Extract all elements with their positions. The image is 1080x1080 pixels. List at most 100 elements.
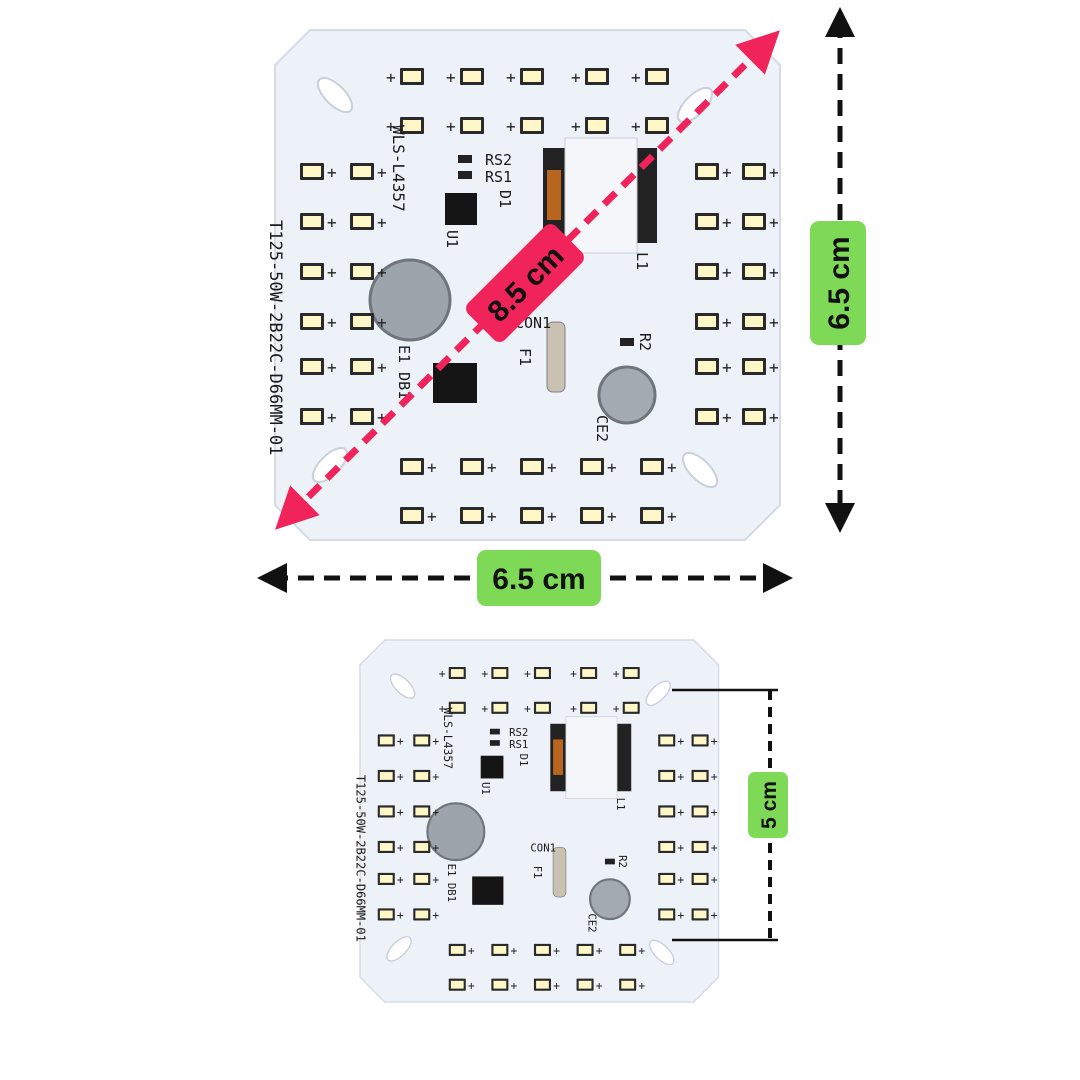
smd-led bbox=[300, 408, 324, 425]
smd-led bbox=[350, 358, 374, 375]
led-board-small: ++++++++++++++++++++++++++++++++++++++++… bbox=[353, 639, 720, 1003]
polarity-mark: + bbox=[511, 978, 518, 992]
smd-led bbox=[350, 263, 374, 280]
smd-led bbox=[533, 701, 551, 714]
smd-led bbox=[491, 666, 509, 680]
polarity-mark: + bbox=[377, 163, 387, 182]
polarity-mark: + bbox=[397, 734, 404, 748]
resistor-rs2 bbox=[489, 728, 500, 735]
height-label-text: 6.5 cm bbox=[823, 236, 856, 329]
board-model-label: WLS-L4357 bbox=[441, 707, 455, 769]
smd-led bbox=[576, 943, 594, 956]
smd-led bbox=[533, 666, 551, 680]
polarity-mark: + bbox=[677, 873, 684, 887]
polarity-mark: + bbox=[722, 213, 732, 232]
board-part-number-label: T125-50W-2B22C-D66MM-01 bbox=[265, 220, 285, 455]
polarity-mark: + bbox=[468, 944, 475, 958]
smd-led bbox=[585, 68, 609, 85]
diagonal-dimension-arrow bbox=[275, 30, 780, 530]
polarity-mark: + bbox=[524, 701, 531, 715]
polarity-mark: + bbox=[769, 263, 779, 282]
smd-led bbox=[448, 666, 466, 680]
polarity-mark: + bbox=[769, 313, 779, 332]
smd-led bbox=[520, 68, 544, 85]
polarity-mark: + bbox=[677, 770, 684, 784]
polarity-mark: + bbox=[711, 841, 718, 855]
polarity-mark: + bbox=[397, 805, 404, 819]
smd-led bbox=[448, 978, 466, 991]
label-rs2: RS2 bbox=[485, 151, 512, 169]
smd-led bbox=[658, 872, 676, 885]
polarity-mark: + bbox=[432, 873, 439, 887]
polarity-mark: + bbox=[327, 163, 337, 182]
polarity-mark: + bbox=[722, 408, 732, 427]
polarity-mark: + bbox=[439, 701, 446, 715]
diagonal-label: 8.5 cm bbox=[466, 224, 584, 342]
smd-led bbox=[448, 943, 466, 956]
polarity-mark: + bbox=[613, 667, 620, 681]
smd-led bbox=[645, 68, 669, 85]
smd-led bbox=[742, 358, 766, 375]
polarity-mark: + bbox=[397, 908, 404, 922]
smd-led bbox=[350, 213, 374, 230]
label-r2: R2 bbox=[616, 855, 629, 868]
polarity-mark: + bbox=[506, 68, 516, 87]
polarity-mark: + bbox=[613, 701, 620, 715]
polarity-mark: + bbox=[377, 313, 387, 332]
hole-spacing-label: 5 cm bbox=[748, 772, 788, 838]
polarity-mark: + bbox=[377, 213, 387, 232]
smd-led bbox=[533, 943, 551, 956]
ic-u1 bbox=[445, 193, 477, 225]
polarity-mark: + bbox=[711, 908, 718, 922]
mounting-slot bbox=[648, 939, 675, 966]
smd-led bbox=[691, 734, 709, 747]
smd-led bbox=[520, 507, 544, 524]
polarity-mark: + bbox=[432, 841, 439, 855]
smd-led bbox=[645, 117, 669, 134]
smd-led bbox=[658, 769, 676, 782]
polarity-mark: + bbox=[596, 978, 603, 992]
polarity-mark: + bbox=[553, 944, 560, 958]
polarity-mark: + bbox=[446, 117, 456, 136]
smd-led bbox=[695, 313, 719, 330]
polarity-mark: + bbox=[487, 458, 497, 477]
polarity-mark: + bbox=[571, 68, 581, 87]
fuse-f1 bbox=[552, 846, 567, 898]
polarity-mark: + bbox=[722, 313, 732, 332]
smd-led bbox=[520, 117, 544, 134]
polarity-mark: + bbox=[432, 734, 439, 748]
smd-led bbox=[533, 978, 551, 991]
board-model-label: WLS-L4357 bbox=[389, 125, 408, 212]
smd-led bbox=[580, 666, 598, 680]
resistor-r2 bbox=[604, 858, 615, 865]
smd-led bbox=[658, 840, 676, 853]
polarity-mark: + bbox=[722, 358, 732, 377]
smd-led bbox=[491, 978, 509, 991]
polarity-mark: + bbox=[327, 213, 337, 232]
smd-led bbox=[300, 263, 324, 280]
resistor-r2 bbox=[620, 338, 634, 346]
smd-led bbox=[491, 701, 509, 714]
smd-led bbox=[350, 163, 374, 180]
polarity-mark: + bbox=[638, 978, 645, 992]
label-e1-db1: E1 DB1 bbox=[395, 345, 413, 399]
polarity-mark: + bbox=[427, 458, 437, 477]
label-e1-db1: E1 DB1 bbox=[445, 864, 458, 902]
polarity-mark: + bbox=[446, 68, 456, 87]
polarity-mark: + bbox=[570, 701, 577, 715]
smd-led bbox=[640, 458, 664, 475]
smd-led bbox=[377, 769, 395, 782]
resistor-rs1 bbox=[489, 740, 500, 746]
smd-led bbox=[377, 805, 395, 818]
polarity-mark: + bbox=[432, 805, 439, 819]
polarity-mark: + bbox=[468, 978, 475, 992]
polarity-mark: + bbox=[511, 944, 518, 958]
polarity-mark: + bbox=[711, 734, 718, 748]
polarity-mark: + bbox=[677, 841, 684, 855]
polarity-mark: + bbox=[769, 408, 779, 427]
polarity-mark: + bbox=[397, 841, 404, 855]
label-rs2: RS2 bbox=[509, 726, 528, 739]
polarity-mark: + bbox=[432, 770, 439, 784]
board-part-number-label: T125-50W-2B22C-D66MM-01 bbox=[353, 775, 367, 942]
